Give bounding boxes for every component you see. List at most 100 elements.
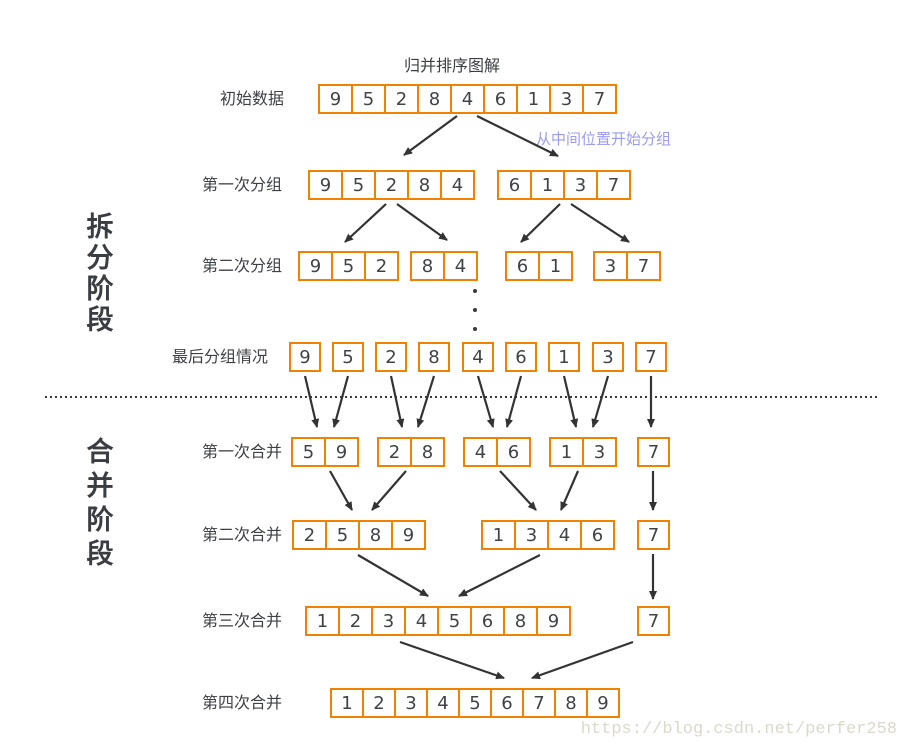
watermark-url: https://blog.csdn.net/perfer258	[580, 720, 897, 739]
number-cell: 9	[391, 522, 424, 548]
number-cell: 7	[639, 522, 668, 548]
number-cell: 2	[384, 86, 417, 112]
number-cell: 2	[338, 608, 371, 634]
number-cell: 6	[470, 608, 503, 634]
arrow	[371, 470, 407, 511]
number-cell: 5	[325, 522, 358, 548]
arrow	[505, 375, 523, 428]
ellipsis-dot	[473, 327, 477, 331]
number-cell: 2	[294, 522, 325, 548]
label-split2: 第二次分组	[201, 256, 282, 275]
number-cell: 4	[464, 344, 492, 370]
number-cell: 1	[551, 439, 582, 465]
number-cell: 1	[530, 172, 563, 198]
number-cell: 3	[371, 608, 404, 634]
merge3-group-2: 7	[637, 606, 670, 636]
ellipsis-dot	[473, 308, 477, 312]
number-cell: 3	[595, 253, 626, 279]
number-cell: 7	[582, 86, 615, 112]
annotation-split-from-middle: 从中间位置开始分组	[536, 130, 672, 148]
final-group-2: 5	[332, 342, 364, 372]
arrow	[396, 203, 448, 241]
label-final: 最后分组情况	[171, 347, 268, 366]
ellipsis-dots	[473, 289, 477, 331]
label-split1: 第一次分组	[201, 175, 282, 194]
number-cell: 9	[586, 690, 618, 716]
number-cell: 1	[550, 344, 578, 370]
label-merge4: 第四次合并	[201, 693, 282, 712]
number-cell: 8	[410, 439, 443, 465]
number-cell: 3	[594, 344, 622, 370]
arrow	[329, 470, 353, 511]
final-group-7: 1	[548, 342, 580, 372]
number-cell: 3	[549, 86, 582, 112]
arrow	[357, 554, 429, 597]
final-group-8: 3	[592, 342, 624, 372]
number-cell: 9	[320, 86, 351, 112]
label-merge2: 第二次合并	[201, 525, 282, 544]
arrow	[591, 375, 610, 428]
number-cell: 5	[341, 172, 374, 198]
arrow	[344, 203, 387, 243]
number-cell: 8	[554, 690, 586, 716]
number-cell: 7	[639, 608, 668, 634]
number-cell: 4	[547, 522, 580, 548]
number-cell: 9	[536, 608, 569, 634]
arrow	[399, 640, 505, 680]
number-cell: 5	[334, 344, 362, 370]
arrow	[403, 115, 458, 156]
number-cell: 6	[496, 439, 529, 465]
number-cell: 8	[503, 608, 536, 634]
number-cell: 3	[582, 439, 615, 465]
number-cell: 8	[420, 344, 448, 370]
number-cell: 2	[377, 344, 405, 370]
number-cell: 7	[639, 439, 668, 465]
number-cell: 1	[483, 522, 514, 548]
arrow	[531, 640, 634, 680]
number-cell: 4	[426, 690, 458, 716]
number-cell: 1	[307, 608, 338, 634]
number-cell: 8	[417, 86, 450, 112]
number-cell: 9	[324, 439, 357, 465]
number-cell: 2	[374, 172, 407, 198]
number-cell: 7	[637, 344, 665, 370]
arrow	[476, 375, 495, 428]
arrow	[416, 375, 436, 428]
number-cell: 1	[332, 690, 362, 716]
number-cell: 5	[437, 608, 470, 634]
label-merge3: 第三次合并	[201, 611, 282, 630]
number-cell: 4	[465, 439, 496, 465]
arrow	[520, 203, 561, 243]
number-cell: 4	[450, 86, 483, 112]
number-cell: 3	[394, 690, 426, 716]
label-merge1: 第一次合并	[201, 442, 282, 461]
number-cell: 2	[364, 253, 397, 279]
number-cell: 8	[358, 522, 391, 548]
number-cell: 1	[516, 86, 549, 112]
ellipsis-dot	[473, 289, 477, 293]
number-cell: 3	[563, 172, 596, 198]
number-cell: 8	[412, 253, 443, 279]
final-group-6: 6	[505, 342, 537, 372]
number-cell: 7	[626, 253, 659, 279]
number-cell: 6	[507, 344, 535, 370]
diagram-title: 归并排序图解	[403, 56, 500, 75]
arrow	[458, 554, 541, 597]
final-group-1: 9	[289, 342, 321, 372]
number-cell: 5	[293, 439, 324, 465]
arrow	[499, 470, 537, 511]
merge2-group-3: 7	[637, 520, 670, 550]
merge1-group-5: 7	[637, 437, 670, 467]
phase-label-split: 拆分阶段	[86, 212, 114, 336]
arrow	[562, 375, 579, 428]
